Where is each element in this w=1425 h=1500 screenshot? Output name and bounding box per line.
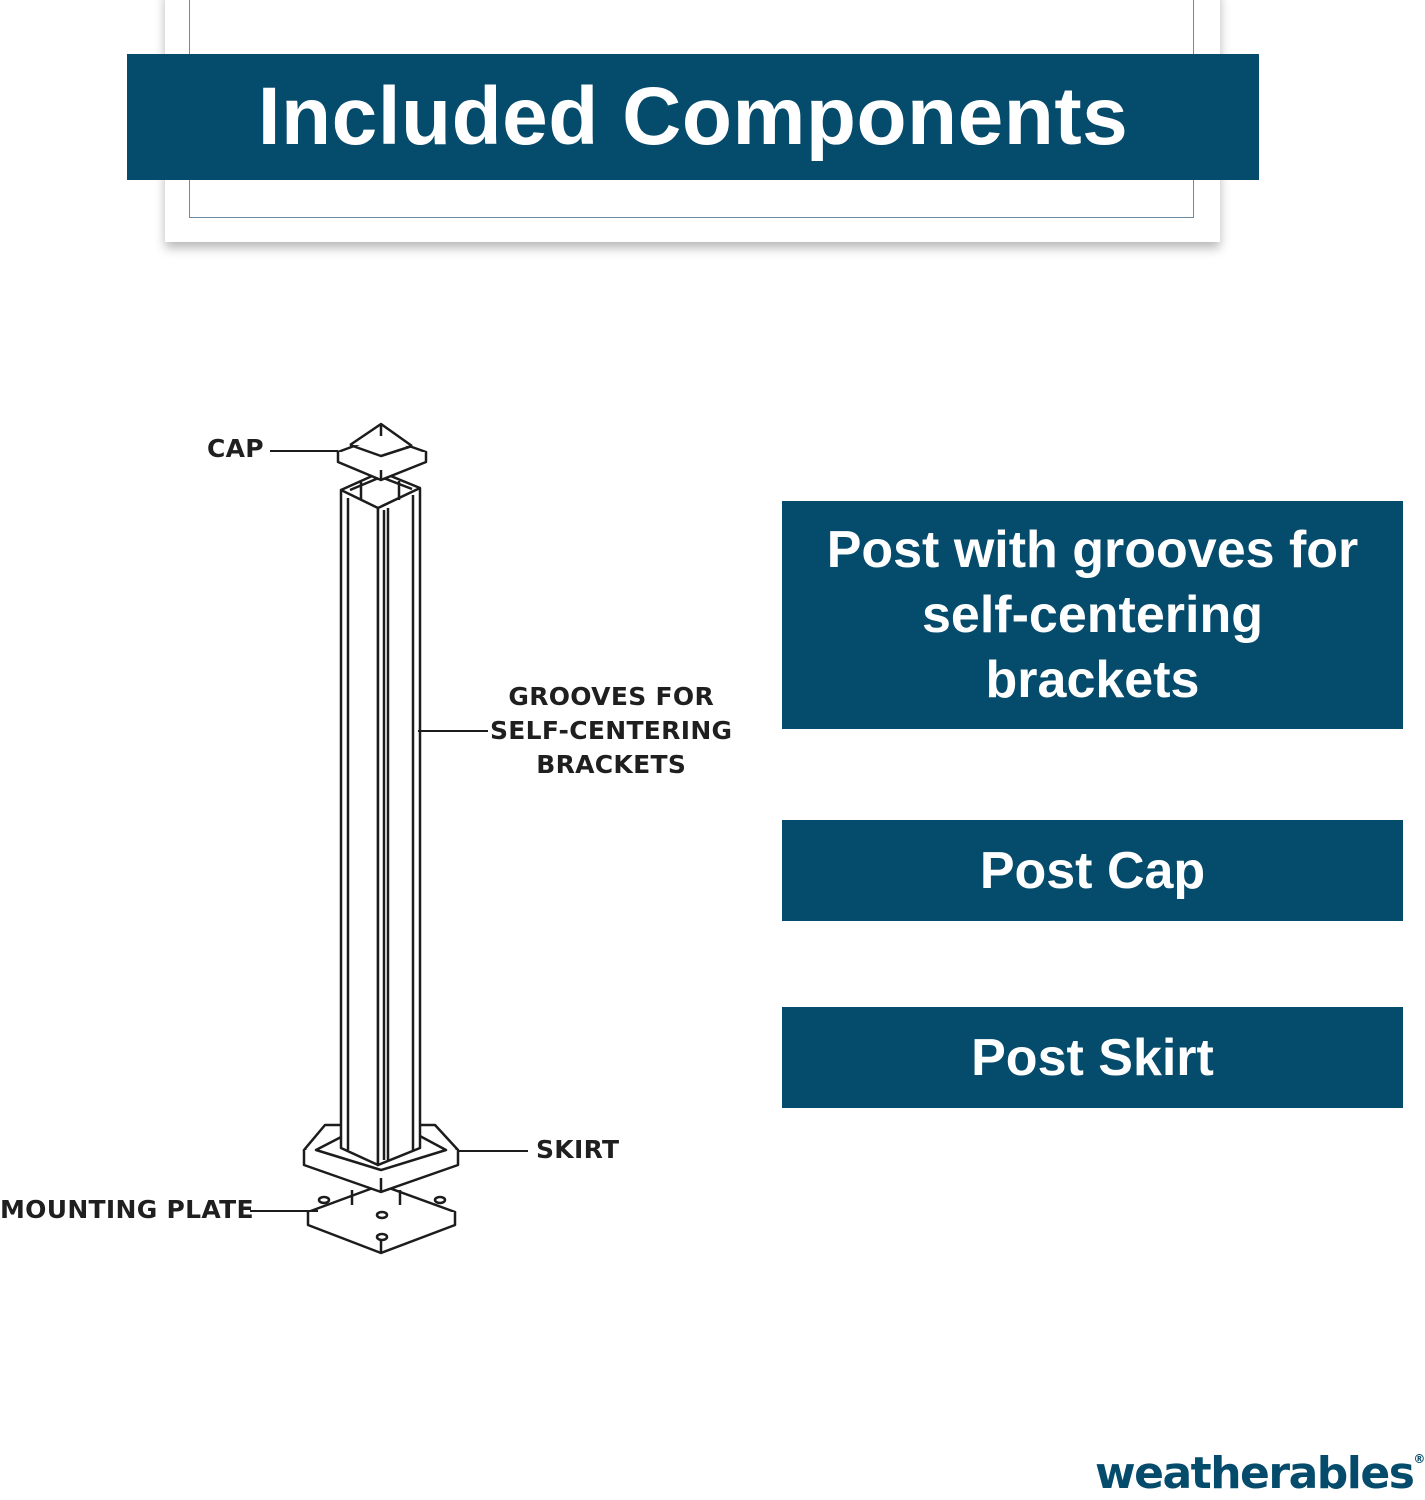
title-banner: Included Components <box>127 54 1259 180</box>
brand-name: weatherables <box>1095 1448 1415 1499</box>
feature-post-skirt-label: Post Skirt <box>971 1028 1214 1087</box>
registered-mark: ® <box>1413 1452 1425 1466</box>
cap-label: CAP <box>207 434 264 463</box>
brand-logo: weatherables® <box>1095 1448 1425 1499</box>
page-title: Included Components <box>257 71 1129 162</box>
post-illustration <box>339 470 422 1167</box>
grooves-label-line-1: GROOVES FOR <box>508 682 714 711</box>
grooves-label-line-2: SELF-CENTERING <box>490 716 733 745</box>
post-diagram <box>250 422 528 1255</box>
cap-illustration <box>336 422 428 482</box>
mounting-plate-illustration <box>306 1183 457 1255</box>
grooves-label-line-3: BRACKETS <box>536 750 687 779</box>
feature-post-cap-label: Post Cap <box>979 841 1206 900</box>
skirt-label: SKIRT <box>536 1135 620 1164</box>
feature-post-grooves-label: Post with grooves for self-centering bra… <box>826 520 1359 709</box>
grooves-label: GROOVES FOR SELF-CENTERING BRACKETS <box>490 680 732 782</box>
feature-post-skirt: Post Skirt <box>782 1007 1403 1108</box>
feature-post-cap: Post Cap <box>782 820 1403 921</box>
leader-lines <box>250 450 528 1212</box>
feature-post-grooves: Post with grooves for self-centering bra… <box>782 501 1403 729</box>
mounting-plate-label: MOUNTING PLATE <box>0 1195 254 1224</box>
